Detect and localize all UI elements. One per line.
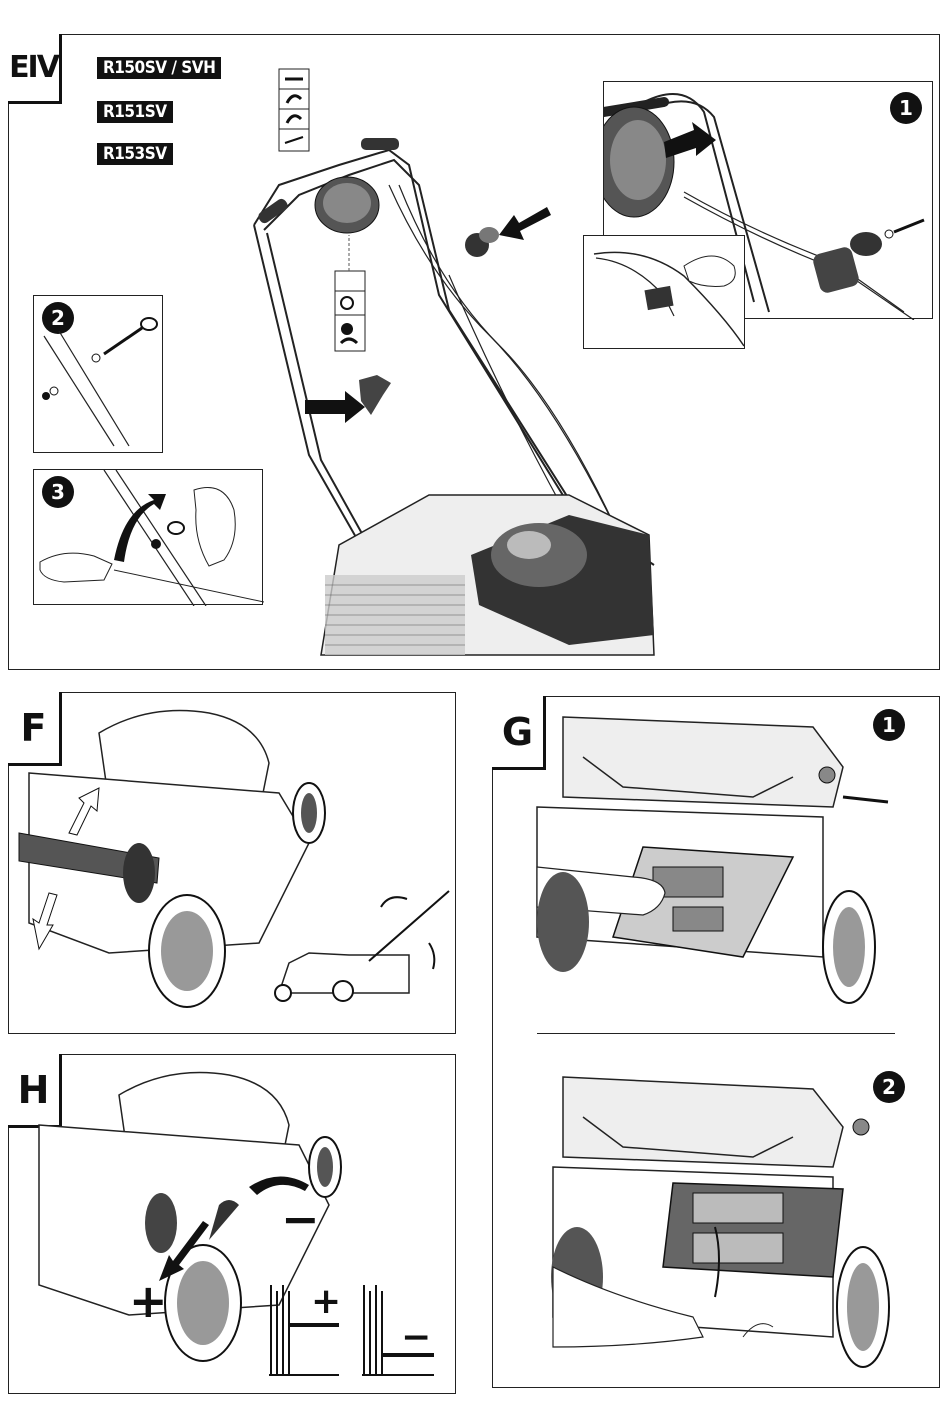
height-minus-sign: − [281, 1192, 320, 1246]
cutting-height-illustration: + − + − [9, 1055, 457, 1395]
inset-step-3: 3 [33, 469, 263, 605]
grass-box-illustration [493, 697, 941, 1389]
inset-step-2: 2 [33, 295, 163, 453]
panel-f: F [8, 692, 456, 1034]
grass-plus-sign: + [311, 1281, 341, 1322]
bolt-assembly-illustration [34, 296, 164, 454]
panel-e4: EIV R150SV / SVH R151SV R153SV [8, 34, 940, 670]
cable-attach-illustration [34, 470, 264, 606]
cable-connector-illustration [584, 236, 746, 350]
panel-g: G 1 2 [492, 696, 940, 1388]
panel-h: H + − + − [8, 1054, 456, 1394]
height-adjust-illustration [9, 693, 457, 1035]
grass-minus-sign: − [401, 1317, 431, 1358]
height-plus-sign: + [129, 1274, 168, 1328]
inset-cable [583, 235, 745, 349]
